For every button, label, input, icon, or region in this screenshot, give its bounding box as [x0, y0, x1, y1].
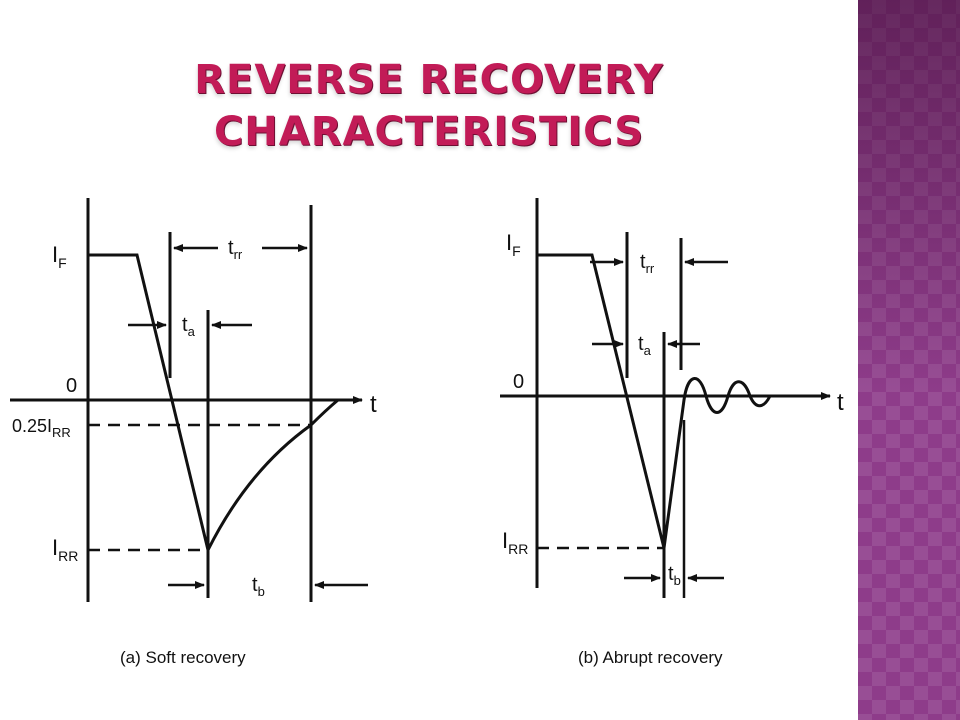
panel-b-label-trr: trr: [640, 251, 655, 276]
panel-b-label-irr: IRR: [502, 528, 528, 557]
panel-abrupt-recovery: [500, 198, 831, 598]
panel-a-label-tb: tb: [252, 574, 265, 599]
panel-a-label-t: t: [370, 391, 377, 418]
panel-soft-recovery: [10, 198, 368, 602]
panel-a-label-ta: ta: [182, 314, 196, 339]
panel-a-current-waveform: [88, 253, 339, 555]
panel-b-current-waveform: [537, 253, 778, 549]
panel-b-caption: (b) Abrupt recovery: [578, 648, 723, 667]
panel-a-label-irr: IRR: [52, 535, 78, 564]
panel-b-label-ta: ta: [638, 333, 652, 358]
panel-a-caption: (a) Soft recovery: [120, 648, 246, 667]
slide-title-line-1: REVERSE RECOVERY: [194, 57, 664, 103]
panel-b-label-if: IF: [506, 230, 521, 259]
reverse-recovery-diagram: IF 0 0.25IRR IRR t trr ta tb (a) Soft re…: [10, 198, 844, 667]
panel-a-label-zero: 0: [66, 375, 77, 397]
panel-a-label-trr: trr: [228, 237, 243, 262]
decorative-side-band: [858, 0, 960, 720]
panel-b-label-t: t: [837, 389, 844, 416]
panel-a-label-if: IF: [52, 242, 67, 271]
panel-b-label-tb: tb: [668, 563, 681, 588]
panel-b-label-zero: 0: [513, 371, 524, 393]
slide-title-line-2: CHARACTERISTICS: [213, 109, 645, 155]
panel-a-label-025irr: 0.25IRR: [12, 416, 71, 440]
